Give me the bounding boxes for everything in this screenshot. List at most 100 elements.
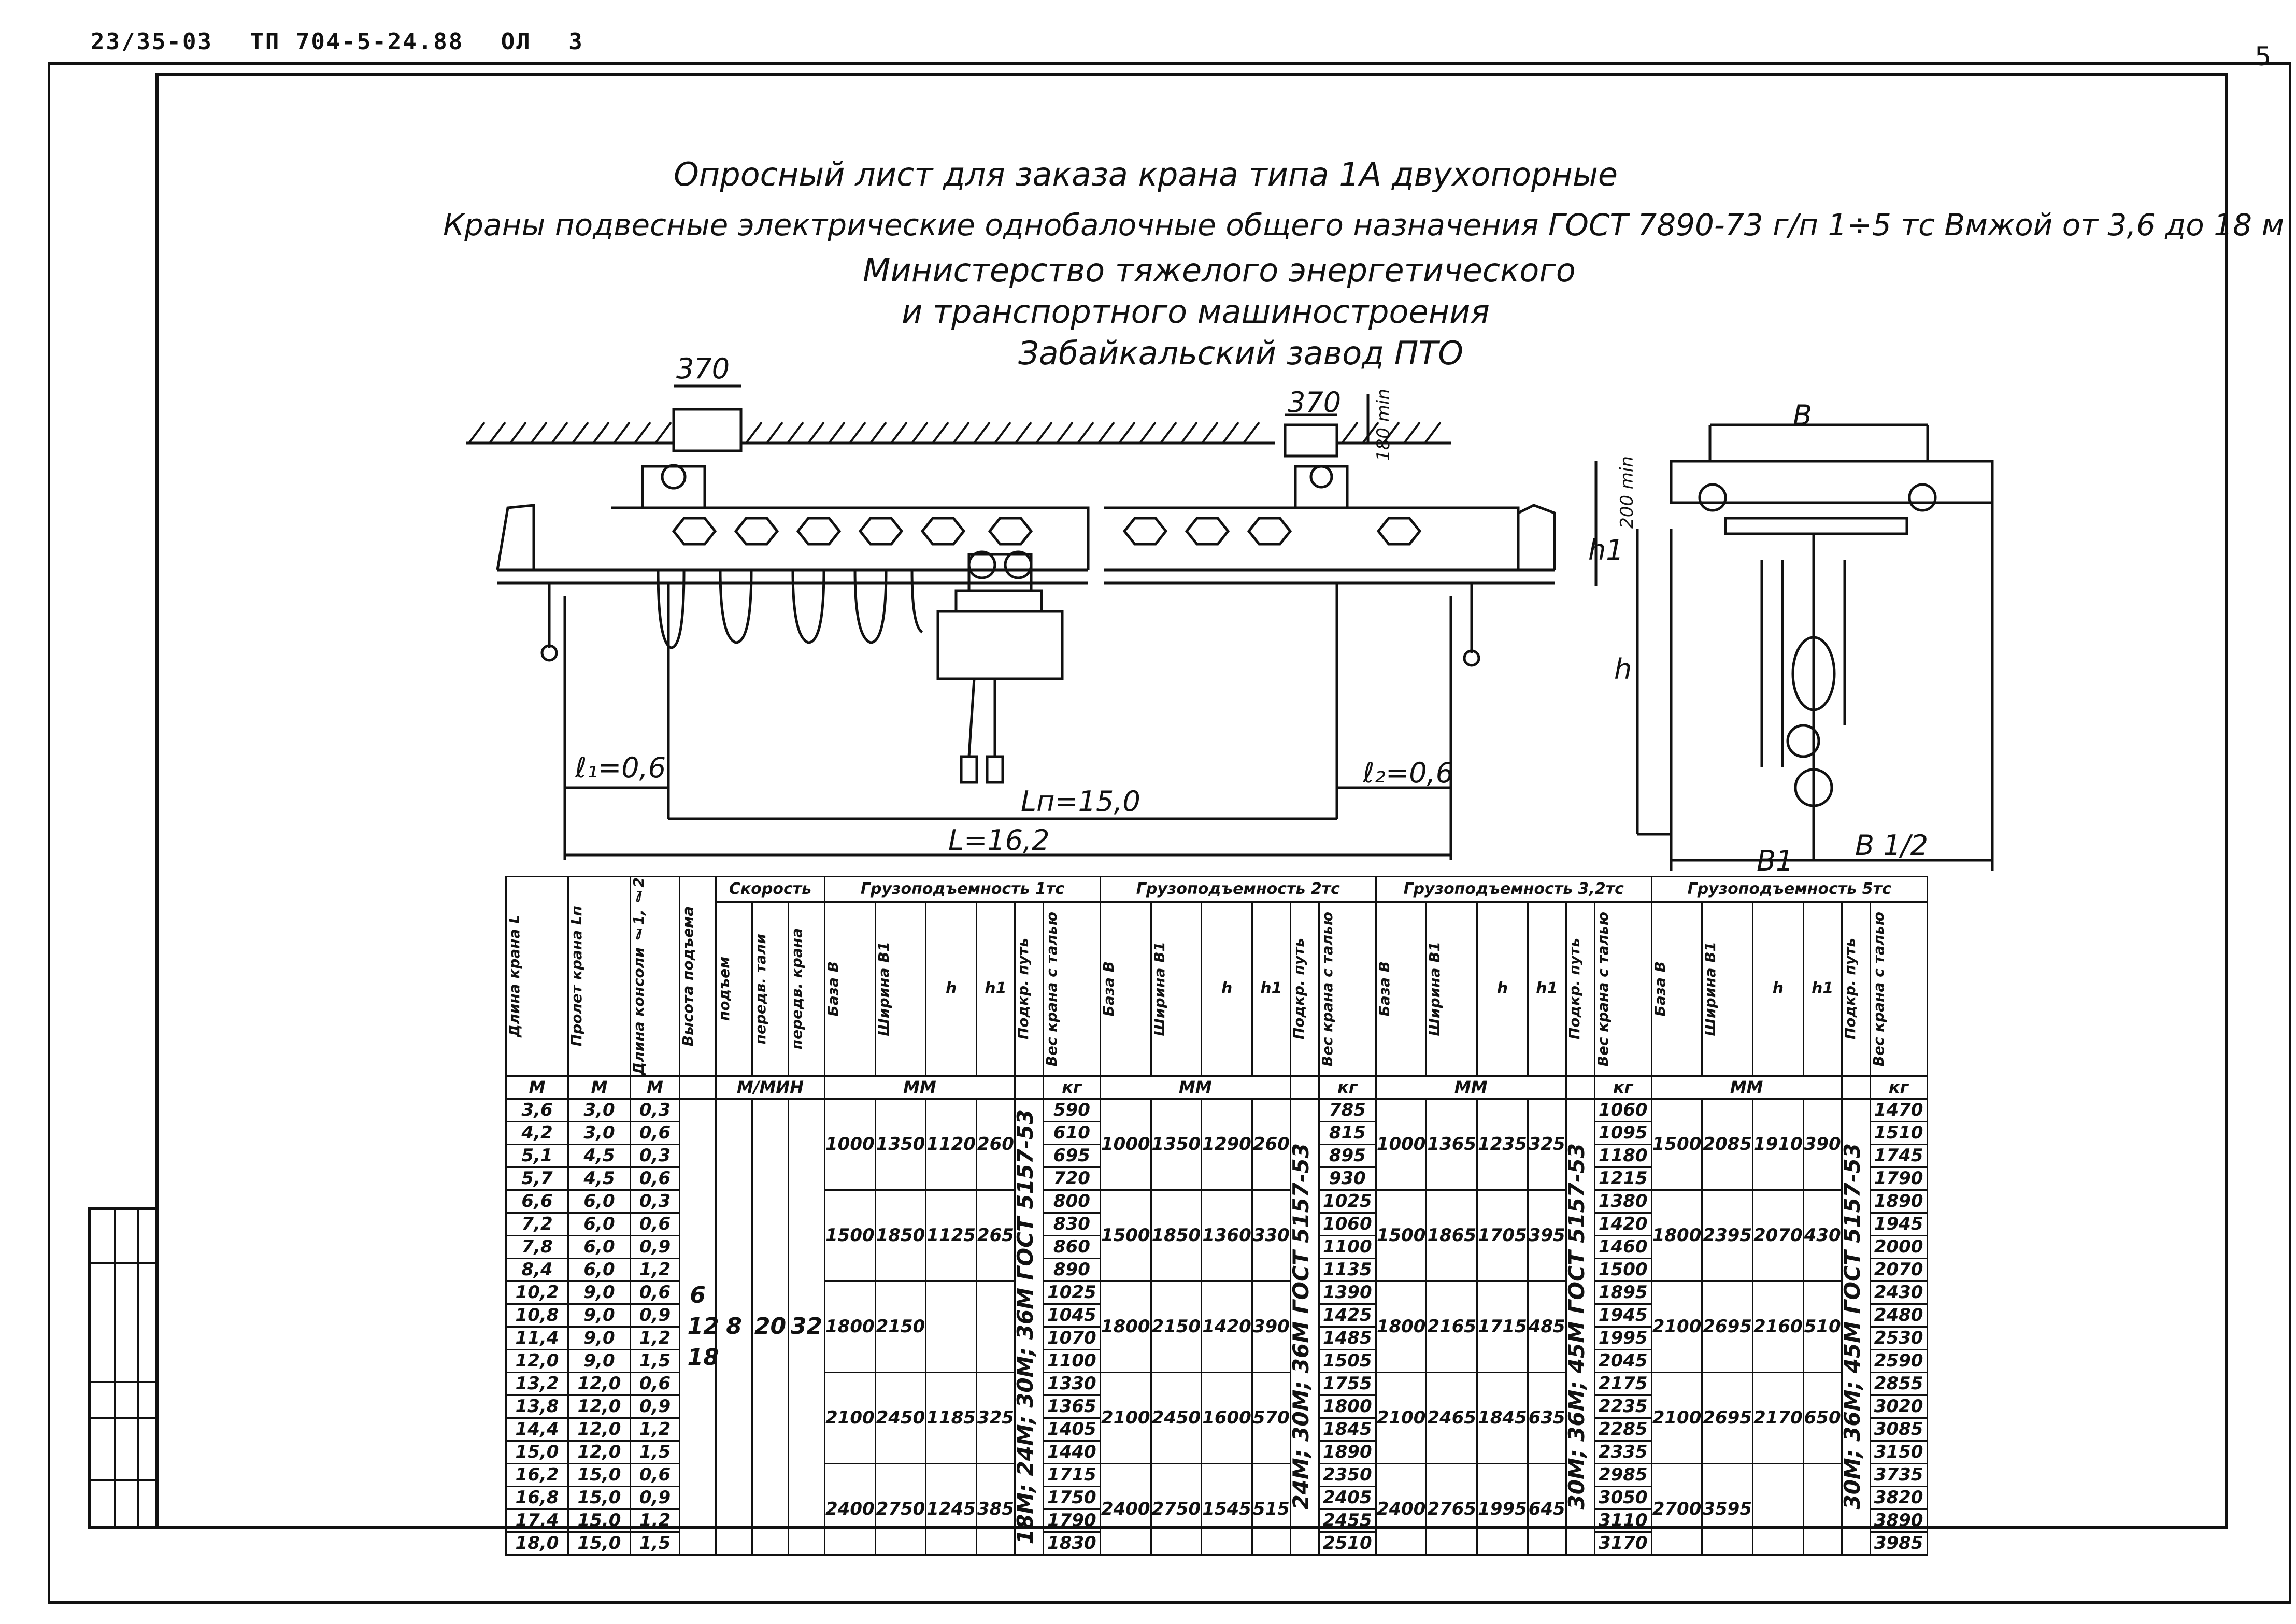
cell-console: 1,5 — [630, 1531, 680, 1556]
doc-code-1: 23/35-03 — [91, 29, 213, 55]
c3-b-value: 2400 — [1375, 1462, 1428, 1556]
units-row: М М М М/МИН ММ кг ММ кг ММ кг ММ кг — [505, 1075, 1928, 1100]
c1-track-text: 18М; 24М; 30М; 36М ГОСТ 5157-53 — [1012, 1109, 1038, 1544]
c4-h1-value — [1802, 1462, 1843, 1556]
c4-weight-value: 3820 — [1869, 1485, 1928, 1510]
c4-track-standard: 30М; 36М; 45М ГОСТ 5157-53 — [1839, 1098, 1871, 1556]
c3-h-value: 1235 — [1476, 1098, 1529, 1191]
c2-h1-value: 515 — [1251, 1462, 1291, 1556]
dim-200: 200 min — [1616, 456, 1637, 529]
cell-console: 0,6 — [630, 1166, 680, 1191]
c4-h-value: 2070 — [1752, 1189, 1804, 1282]
col-speed-crane: передв. крана — [788, 901, 825, 1077]
cell-speed-lift: 8 — [715, 1098, 753, 1556]
cell-console: 0,6 — [630, 1280, 680, 1305]
col-console: Длина консоли ℓ1, ℓ2 — [630, 876, 680, 1077]
c4-weight-value: 2530 — [1869, 1326, 1928, 1350]
cell-crane-length: 14,4 — [505, 1417, 569, 1442]
c3-track: Подкр. путь — [1565, 901, 1595, 1077]
c4-weight-value: 1745 — [1869, 1143, 1928, 1168]
c2-weight-value: 2455 — [1318, 1508, 1377, 1533]
c3-b-value: 1800 — [1375, 1280, 1428, 1373]
c4-h-value — [1752, 1462, 1804, 1556]
col-lift-height: Высота подъема — [679, 876, 717, 1077]
c3-track-standard: 30М; 36М; 45М ГОСТ 5157-53 — [1564, 1098, 1595, 1556]
c4-weight-value: 2590 — [1869, 1348, 1928, 1373]
c3-h1: h1 — [1527, 901, 1567, 1077]
cell-span: 15,0 — [567, 1508, 631, 1533]
c4-h1-value: 510 — [1802, 1280, 1843, 1373]
title-line-4: и транспортного машиностроения — [902, 293, 1490, 331]
c4-weight-value: 3020 — [1869, 1394, 1928, 1419]
c3-weight-value: 2175 — [1593, 1371, 1652, 1396]
c1-h-value: 1125 — [925, 1189, 977, 1282]
cell-crane-length: 18,0 — [505, 1531, 569, 1556]
cell-console: 0,3 — [630, 1098, 680, 1122]
c1-base: База B — [824, 901, 876, 1077]
cell-crane-length: 10,2 — [505, 1280, 569, 1305]
c2-weight-value: 1025 — [1318, 1189, 1377, 1214]
cell-crane-length: 17,4 — [505, 1508, 569, 1533]
c1-weight-value: 1070 — [1042, 1326, 1101, 1350]
c4-weight-value: 3985 — [1869, 1531, 1928, 1556]
c4-h-value: 2170 — [1752, 1371, 1804, 1464]
cell-crane-length: 13,8 — [505, 1394, 569, 1419]
c1-h1-value — [975, 1280, 1016, 1373]
c2-track: Подкр. путь — [1289, 901, 1320, 1077]
cell-crane-length: 10,8 — [505, 1303, 569, 1328]
c1-b1-value: 2150 — [874, 1280, 927, 1373]
c2-track-text: 24М; 30М; 36М ГОСТ 5157-53 — [1288, 1143, 1314, 1510]
c3-b1-value: 1865 — [1425, 1189, 1478, 1282]
c2-weight-value: 1060 — [1318, 1212, 1377, 1236]
c3-weight-value: 1500 — [1593, 1257, 1652, 1282]
c3-weight-value: 2235 — [1593, 1394, 1652, 1419]
c2-h-value: 1360 — [1201, 1189, 1253, 1282]
c2-weight-value: 1425 — [1318, 1303, 1377, 1328]
c3-b-value: 1500 — [1375, 1189, 1428, 1282]
c2-weight-value: 1755 — [1318, 1371, 1377, 1396]
c3-h-value: 1705 — [1476, 1189, 1529, 1282]
c2-weight-value: 815 — [1318, 1120, 1377, 1145]
c1-h-value: 1185 — [925, 1371, 977, 1464]
cell-span: 9,0 — [567, 1348, 631, 1373]
c3-b-value: 2100 — [1375, 1371, 1428, 1464]
c2-b1-value: 1850 — [1150, 1189, 1203, 1282]
c4-weight: Вес крана с талью — [1869, 901, 1928, 1077]
cell-console: 1,2 — [630, 1508, 680, 1533]
c1-h-value — [925, 1280, 977, 1373]
c3-weight-value: 2335 — [1593, 1440, 1652, 1464]
c4-b-value: 1800 — [1650, 1189, 1703, 1282]
c4-width: Ширина B1 — [1701, 901, 1753, 1077]
dim-l1: ℓ₁=0,6 — [575, 751, 666, 784]
doc-code-2: ТП 704-5-24.88 — [250, 29, 464, 55]
title-line-3: Министерство тяжелого энергетического — [863, 251, 1576, 289]
c2-b1-value: 2750 — [1150, 1462, 1203, 1556]
cell-span: 3,0 — [567, 1098, 631, 1122]
c2-h-value: 1600 — [1201, 1371, 1253, 1464]
cell-crane-length: 4,2 — [505, 1120, 569, 1145]
c4-track: Подкр. путь — [1841, 901, 1871, 1077]
c1-weight-value: 1440 — [1042, 1440, 1101, 1464]
c3-weight-value: 1945 — [1593, 1303, 1652, 1328]
c1-track: Подкр. путь — [1014, 901, 1044, 1077]
cell-crane-length: 13,2 — [505, 1371, 569, 1396]
c3-h1-value: 325 — [1527, 1098, 1567, 1191]
c2-b-value: 2400 — [1099, 1462, 1152, 1556]
c1-weight-value: 860 — [1042, 1234, 1101, 1259]
cell-crane-length: 16,2 — [505, 1462, 569, 1487]
c3-h-value: 1715 — [1476, 1280, 1529, 1373]
c4-h1-value: 390 — [1802, 1098, 1843, 1191]
cell-crane-length: 15,0 — [505, 1440, 569, 1464]
c3-weight-value: 1380 — [1593, 1189, 1652, 1214]
cell-span: 6,0 — [567, 1234, 631, 1259]
